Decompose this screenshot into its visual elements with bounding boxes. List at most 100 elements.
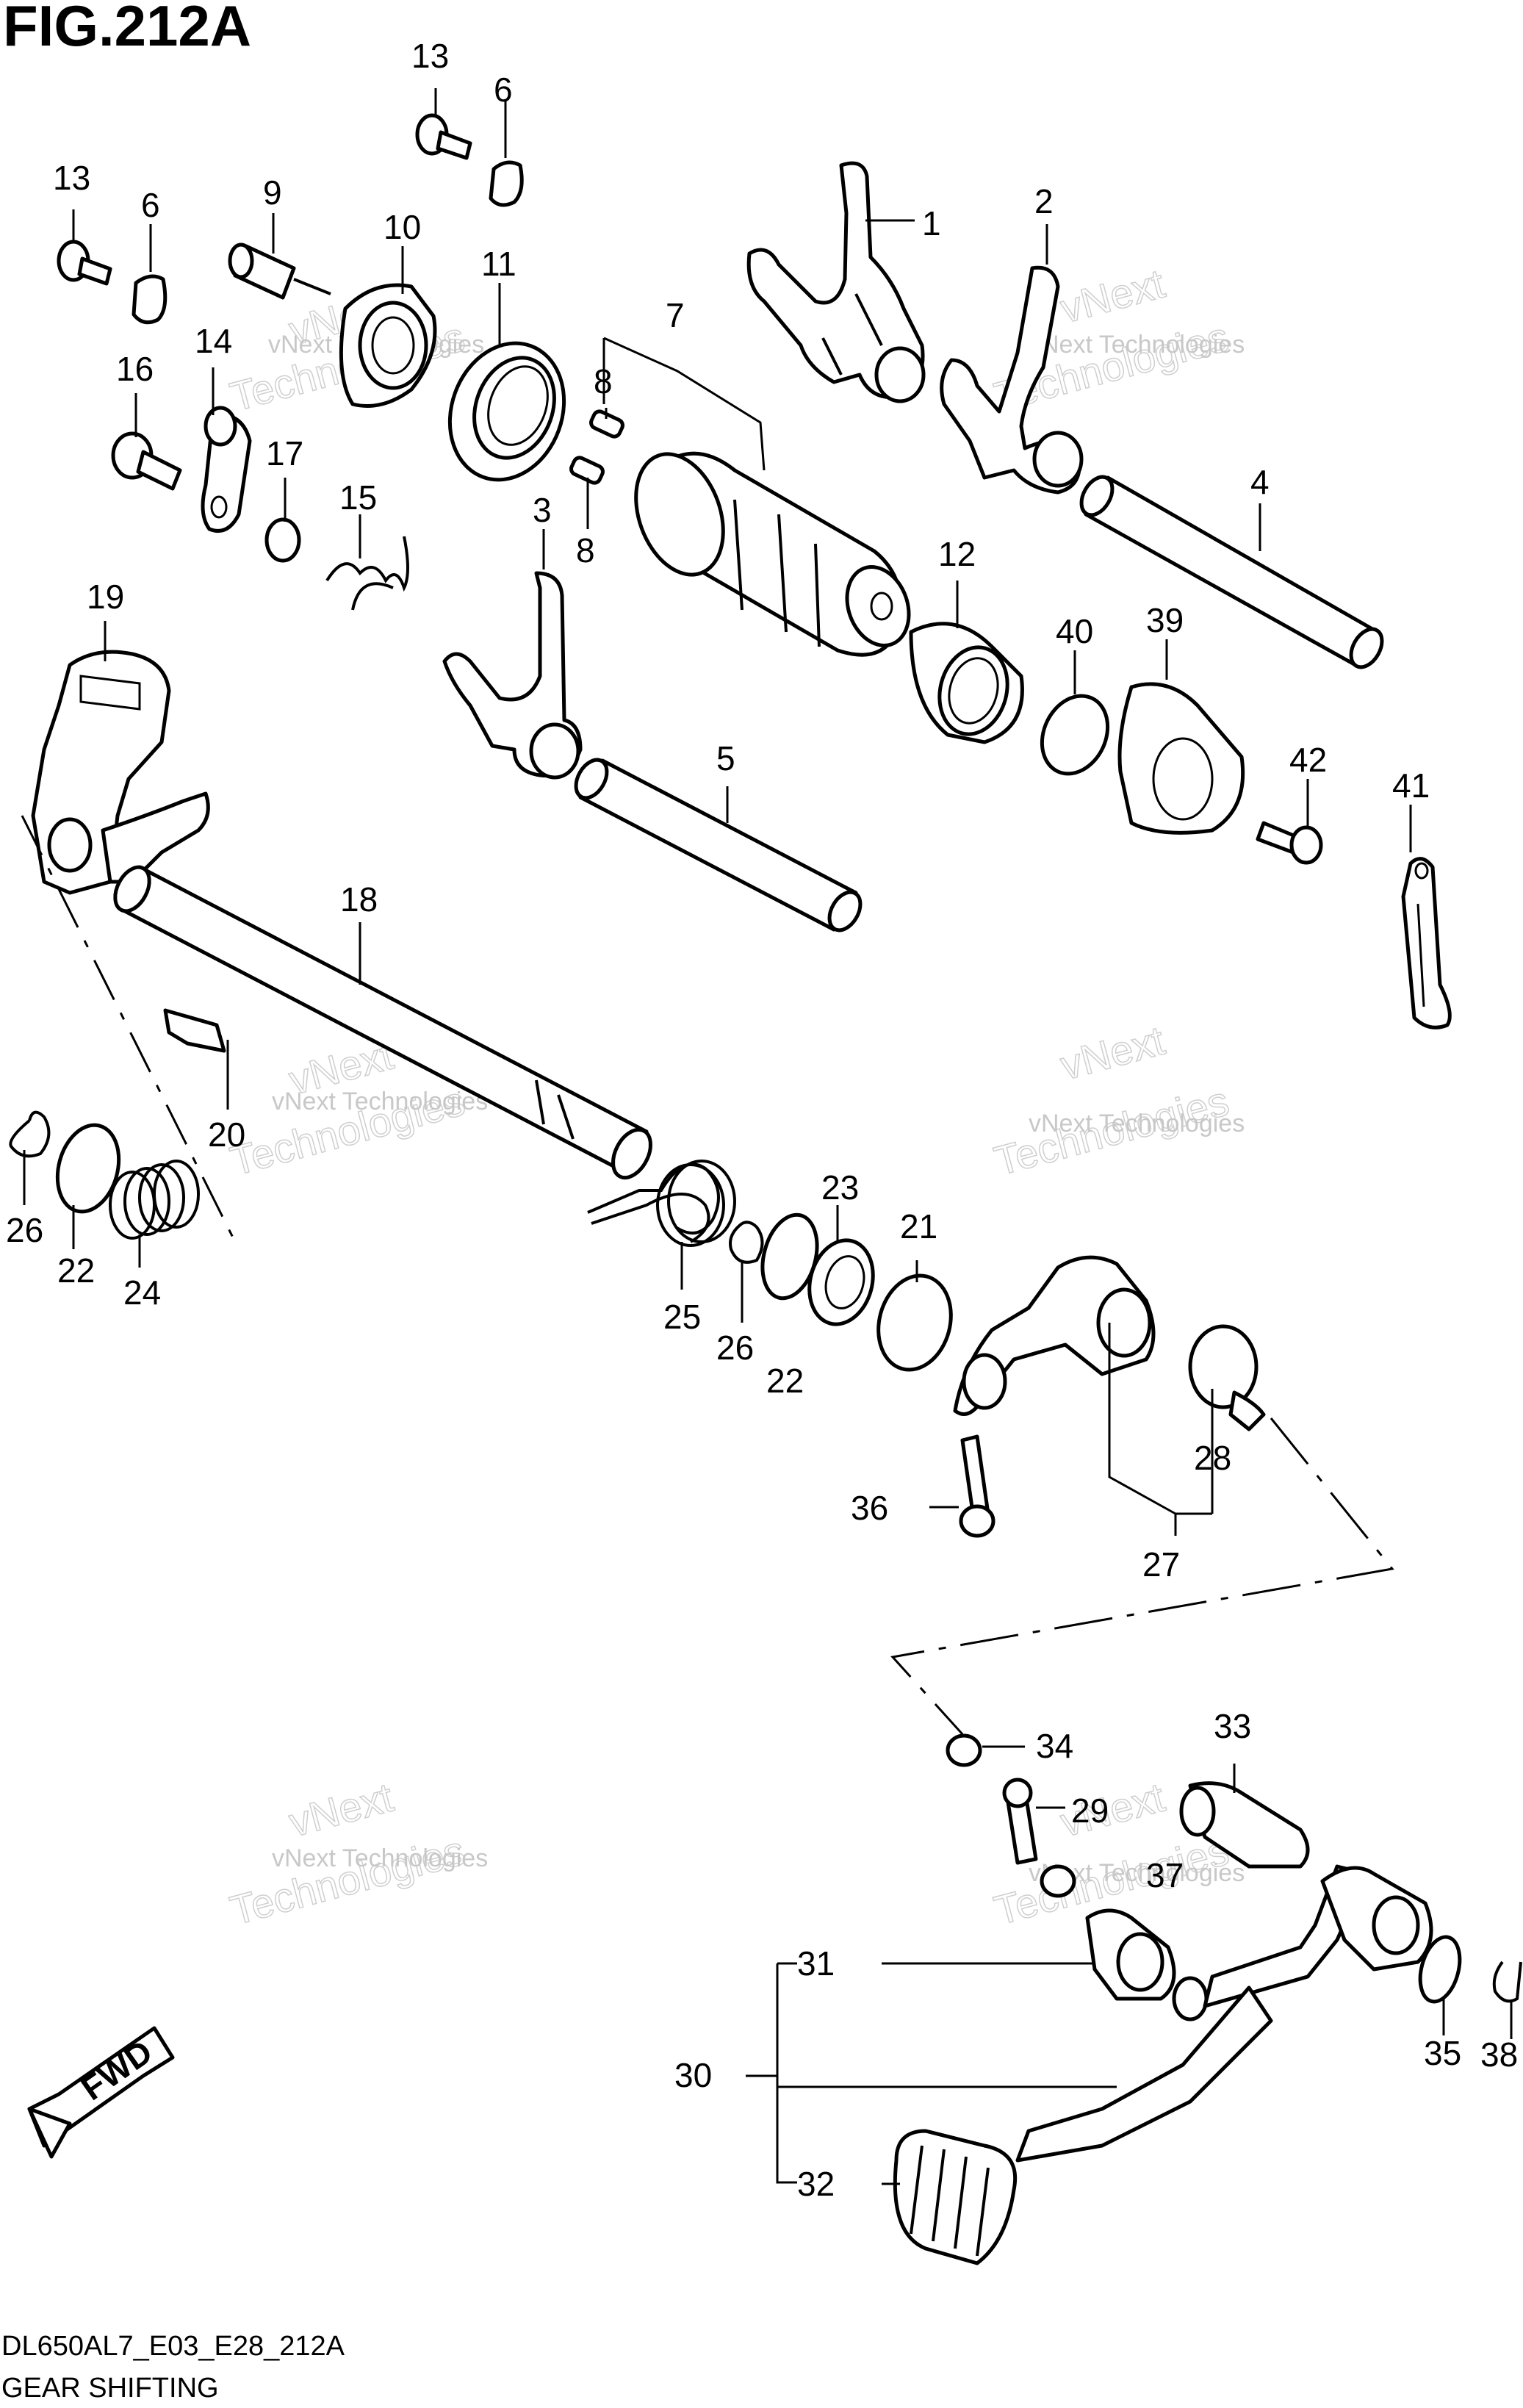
- cam-guide-10: [339, 283, 437, 408]
- bolt-36: [959, 1434, 995, 1538]
- watermark-brand: vNext: [1056, 260, 1170, 332]
- fork-shaft-5: [574, 758, 863, 932]
- washer-6-upper: [489, 160, 524, 207]
- diagram-caption: GEAR SHIFTING: [1, 2373, 219, 2404]
- watermark-4: vNext Technologies vNext Technologies: [989, 1016, 1245, 1185]
- callout-21: 21: [900, 1207, 937, 1246]
- callout-13-upper: 13: [411, 37, 449, 75]
- bolt-16: [111, 431, 182, 491]
- shift-fork-2: [940, 265, 1084, 495]
- fwd-arrow: FWD: [27, 2026, 175, 2159]
- watermark-text: vNext Technologies: [272, 1844, 488, 1872]
- callout-12: 12: [938, 535, 976, 573]
- callout-19: 19: [87, 578, 124, 616]
- callout-39: 39: [1146, 601, 1184, 639]
- fork-shaft-4: [1079, 475, 1384, 669]
- bearing-12: [909, 622, 1024, 744]
- watermark-brand: vNext: [1056, 1017, 1170, 1089]
- watermark-5: vNext Technologies vNext Technologies: [225, 1773, 488, 1935]
- callout-26-left: 26: [6, 1211, 43, 1249]
- rod-end-28: [1188, 1324, 1266, 1431]
- callout-5: 5: [716, 739, 735, 777]
- callout-29: 29: [1071, 1791, 1109, 1830]
- callout-37: 37: [1146, 1856, 1184, 1894]
- callout-16: 16: [116, 350, 154, 388]
- diagram-code: DL650AL7_E03_E28_212A: [1, 2331, 345, 2362]
- screw-13-upper: [415, 113, 472, 160]
- bolt-42: [1256, 821, 1323, 865]
- callout-42: 42: [1289, 741, 1327, 779]
- watermark-text: vNext Technologies: [272, 1088, 488, 1115]
- washer-21: [876, 1273, 953, 1372]
- gearshift-arm-19: [31, 650, 210, 895]
- callout-4: 4: [1250, 463, 1270, 501]
- callout-15: 15: [339, 478, 377, 517]
- footrest-rubber-32: [893, 2129, 1018, 2265]
- oil-seal-23: [807, 1238, 875, 1326]
- nut-37: [1040, 1864, 1076, 1898]
- watermark-text: vNext Technologies: [1029, 331, 1245, 359]
- callout-36: 36: [851, 1489, 888, 1527]
- watermark-brand: vNext: [284, 1774, 398, 1846]
- pin-8-lower: [569, 456, 605, 485]
- callout-33: 33: [1214, 1707, 1251, 1745]
- callout-11: 11: [481, 245, 516, 283]
- o-ring-40: [1040, 694, 1110, 776]
- pin-9: [228, 242, 331, 300]
- callout-18: 18: [340, 880, 378, 919]
- callout-10: 10: [384, 208, 421, 246]
- watermark-brand-sub: Technologies: [226, 1827, 469, 1933]
- callout-13-lower: 13: [53, 159, 90, 197]
- watermark-text: vNext Technologies: [1029, 1110, 1245, 1137]
- callout-27: 27: [1142, 1545, 1180, 1584]
- callout-38: 38: [1480, 2035, 1518, 2074]
- bracket-39: [1117, 682, 1245, 835]
- washer-35: [1418, 1935, 1462, 2004]
- gearshift-lever-30: [1015, 1864, 1433, 2163]
- callout-31: 31: [797, 1944, 835, 1983]
- callout-3: 3: [533, 491, 552, 529]
- callout-20: 20: [208, 1115, 245, 1154]
- leader-lines: [23, 88, 1513, 2185]
- pivot-bolt-33: [1179, 1781, 1310, 1869]
- center-line-rod: [890, 1417, 1394, 1736]
- callout-32: 32: [797, 2165, 835, 2203]
- stopper-14: [201, 406, 252, 533]
- callout-14: 14: [195, 322, 232, 360]
- washer-22-left: [55, 1123, 121, 1214]
- callout-23: 23: [821, 1168, 859, 1207]
- callout-30: 30: [674, 2056, 712, 2094]
- nut-34: [946, 1733, 982, 1767]
- gearshift-arm-27: [953, 1255, 1156, 1416]
- pin-8-upper: [589, 409, 624, 439]
- callout-28: 28: [1194, 1439, 1231, 1477]
- callout-22-right: 22: [766, 1362, 804, 1400]
- screw-13-lower: [57, 240, 112, 286]
- bolt-29: [1002, 1778, 1038, 1865]
- shift-fork-3: [442, 571, 583, 780]
- washer-17: [264, 517, 301, 563]
- callout-6-upper: 6: [494, 71, 513, 109]
- callout-40: 40: [1056, 612, 1093, 650]
- gearshift-shaft-18: [113, 865, 652, 1180]
- spring-15: [325, 536, 409, 611]
- cable-guide-41: [1401, 857, 1452, 1029]
- return-spring-25: [587, 1160, 736, 1247]
- bearing-11: [447, 341, 566, 482]
- callout-1: 1: [922, 204, 941, 242]
- circlip-26-left: [9, 1110, 51, 1158]
- stud-bolt-20: [163, 1008, 226, 1053]
- callout-35: 35: [1424, 2034, 1461, 2072]
- callout-9: 9: [263, 173, 282, 212]
- callout-2: 2: [1034, 182, 1054, 220]
- callout-17: 17: [266, 434, 303, 472]
- callout-34: 34: [1036, 1727, 1073, 1765]
- callout-22-left: 22: [57, 1251, 95, 1290]
- callout-24: 24: [123, 1273, 161, 1312]
- circlip-38: [1492, 1960, 1522, 2003]
- callout-6-lower: 6: [141, 186, 160, 224]
- gearshift-cam-drum: [634, 451, 911, 657]
- shift-fork-1: [746, 161, 926, 403]
- callout-25: 25: [663, 1298, 701, 1336]
